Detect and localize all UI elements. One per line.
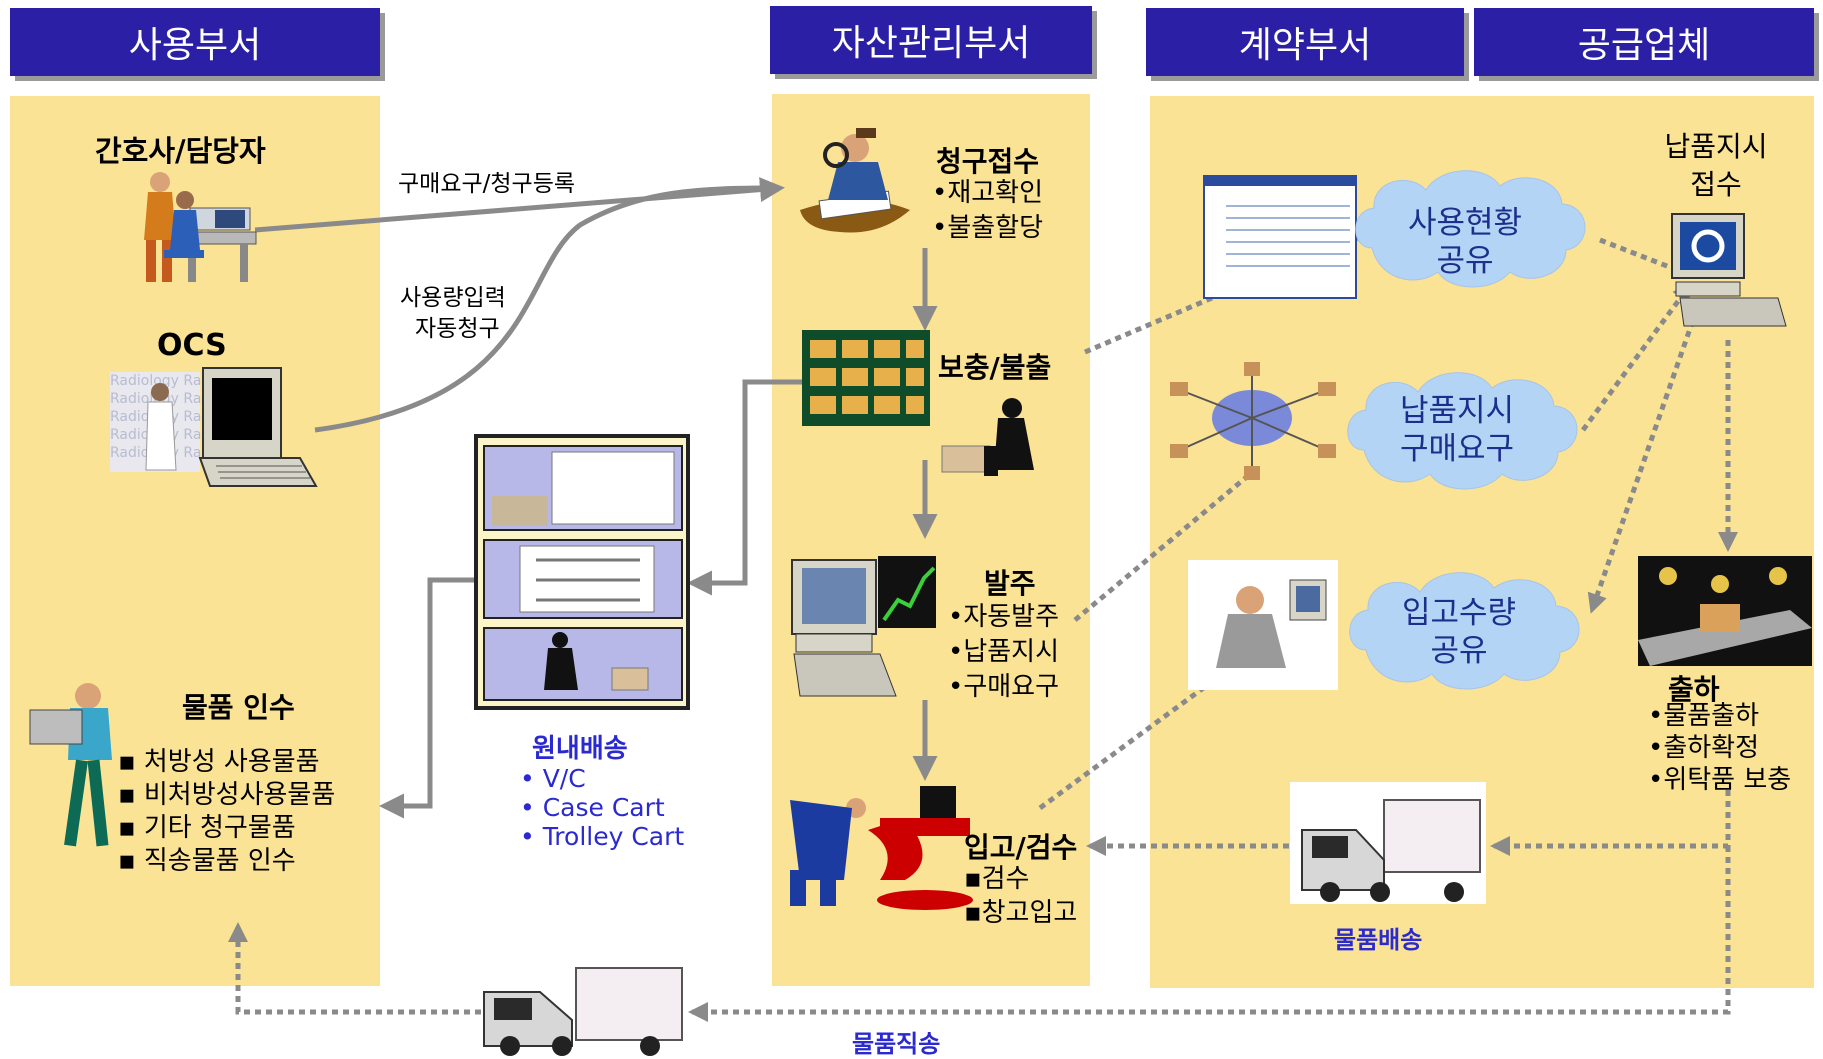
- receive-item-2: ▪ 비처방성사용물품: [118, 780, 336, 810]
- cloud-shapes: [1347, 170, 1586, 690]
- delivery-truck-bottom: [483, 967, 683, 1056]
- ocs-label: OCS: [157, 328, 227, 363]
- nurse-label: 간호사/담당자: [95, 134, 266, 168]
- order-item-1: •자동발주: [948, 602, 1060, 632]
- shipping-item-1: •물품출하: [1648, 701, 1760, 731]
- purchase-request-label: 구매요구/청구등록: [398, 171, 576, 197]
- delivery-truck-right: [1290, 782, 1486, 904]
- internal-delivery-item-2: • Case Cart: [520, 793, 665, 822]
- usage-input-label-2: 자동청구: [415, 316, 500, 342]
- inspect-item-1: ▪검수: [964, 864, 1030, 894]
- dotted-delivery-cloud-to-receipt: [1580, 281, 1693, 432]
- inspector-icon: [790, 786, 973, 910]
- internal-delivery-title: 원내배송: [532, 734, 628, 764]
- shipping-item-3: •위탁품 보충: [1648, 765, 1792, 795]
- order-title: 발주: [984, 567, 1036, 600]
- shipping-list: •물품출하 •출하확정 •위탁품 보충: [1648, 700, 1791, 796]
- cloud-delivery-order: [1347, 372, 1578, 490]
- direct-delivery-label: 물품직송: [852, 1030, 941, 1058]
- usage-input-label-1: 사용량입력: [400, 285, 506, 311]
- supply-title: 보충/불출: [938, 351, 1052, 384]
- inspect-title: 입고/검수: [964, 831, 1078, 864]
- shipping-workers-icon: [1638, 556, 1812, 666]
- arrow-delivery-box-to-receive: [379, 577, 480, 819]
- claim-item-1: •재고확인: [932, 178, 1044, 208]
- warehouse-shelves-icon: [802, 330, 1034, 476]
- internal-delivery-item-1: • V/C: [520, 764, 586, 793]
- order-item-2: •납품지시: [948, 637, 1060, 667]
- arrow-ocs-to-claim: [314, 185, 781, 433]
- header-user-dept: 사용부서: [10, 8, 380, 76]
- delivery-receipt-label: 납품지시 접수: [1664, 130, 1768, 201]
- order-item-3: •구매요구: [948, 672, 1060, 702]
- order-list: •자동발주 •납품지시 •구매요구: [948, 600, 1059, 705]
- dotted-direct-delivery: [688, 846, 1731, 1022]
- internal-delivery-list: • V/C • Case Cart • Trolley Cart: [520, 764, 684, 851]
- dotted-direct-to-receive: [228, 922, 492, 1015]
- inspect-list: ▪검수 ▪창고입고: [964, 862, 1077, 930]
- claim-title: 청구접수: [936, 145, 1040, 178]
- receive-title: 물품 인수: [182, 691, 295, 724]
- internal-delivery-item-3: • Trolley Cart: [520, 822, 685, 851]
- header-supplier: 공급업체: [1474, 8, 1814, 76]
- ocs-computer-icon: Radiology Radio Radiology Rad Radiology …: [110, 367, 318, 487]
- svg-text:Radiology Radio: Radiology Radio: [110, 373, 223, 389]
- office-worker-icon: [1188, 560, 1338, 690]
- internal-delivery-box: [474, 434, 690, 710]
- shipping-item-2: •출하확정: [1648, 733, 1760, 763]
- dotted-shipping-to-truck: [1490, 790, 1731, 856]
- person-carrying-box-icon: [29, 683, 112, 847]
- cloud-usage: [1355, 170, 1586, 288]
- goods-delivery-label: 물품배송: [1334, 926, 1423, 954]
- header-asset-dept: 자산관리부서: [770, 6, 1092, 74]
- shipping-title: 출하: [1668, 673, 1720, 706]
- inspect-item-2: ▪창고입고: [964, 898, 1078, 928]
- dotted-supply-to-usage-cloud: [1084, 232, 1364, 355]
- network-icon: [1170, 362, 1336, 480]
- cloud-stock-qty: [1349, 572, 1580, 690]
- receive-item-4: ▪ 직송물품 인수: [118, 846, 296, 876]
- ie-computer-icon: [1671, 213, 1787, 327]
- usage-screen-thumbnail: [1203, 175, 1357, 299]
- receive-list: ▪ 처방성 사용물품 ▪ 비처방성사용물품 ▪ 기타 청구물품 ▪ 직송물품 인…: [118, 746, 335, 878]
- claim-list: •재고확인 •불출할당: [932, 176, 1043, 246]
- cloud-stock-qty-label: 입고수량 공유: [1401, 595, 1517, 669]
- nurse-icon: [144, 172, 257, 282]
- order-computer-icon: [791, 556, 936, 697]
- receive-item-3: ▪ 기타 청구물품: [118, 813, 296, 843]
- magnifier-person-icon: [800, 128, 910, 233]
- arrow-supply-to-delivery-box: [687, 379, 802, 596]
- header-contract-dept: 계약부서: [1146, 8, 1464, 76]
- claim-item-2: •불출할당: [932, 213, 1044, 243]
- cloud-delivery-order-label: 납품지시 구매요구: [1399, 393, 1515, 467]
- cloud-usage-label: 사용현황 공유: [1407, 205, 1523, 279]
- receive-item-1: ▪ 처방성 사용물품: [118, 747, 320, 777]
- arrow-nurse-to-claim: [254, 177, 785, 233]
